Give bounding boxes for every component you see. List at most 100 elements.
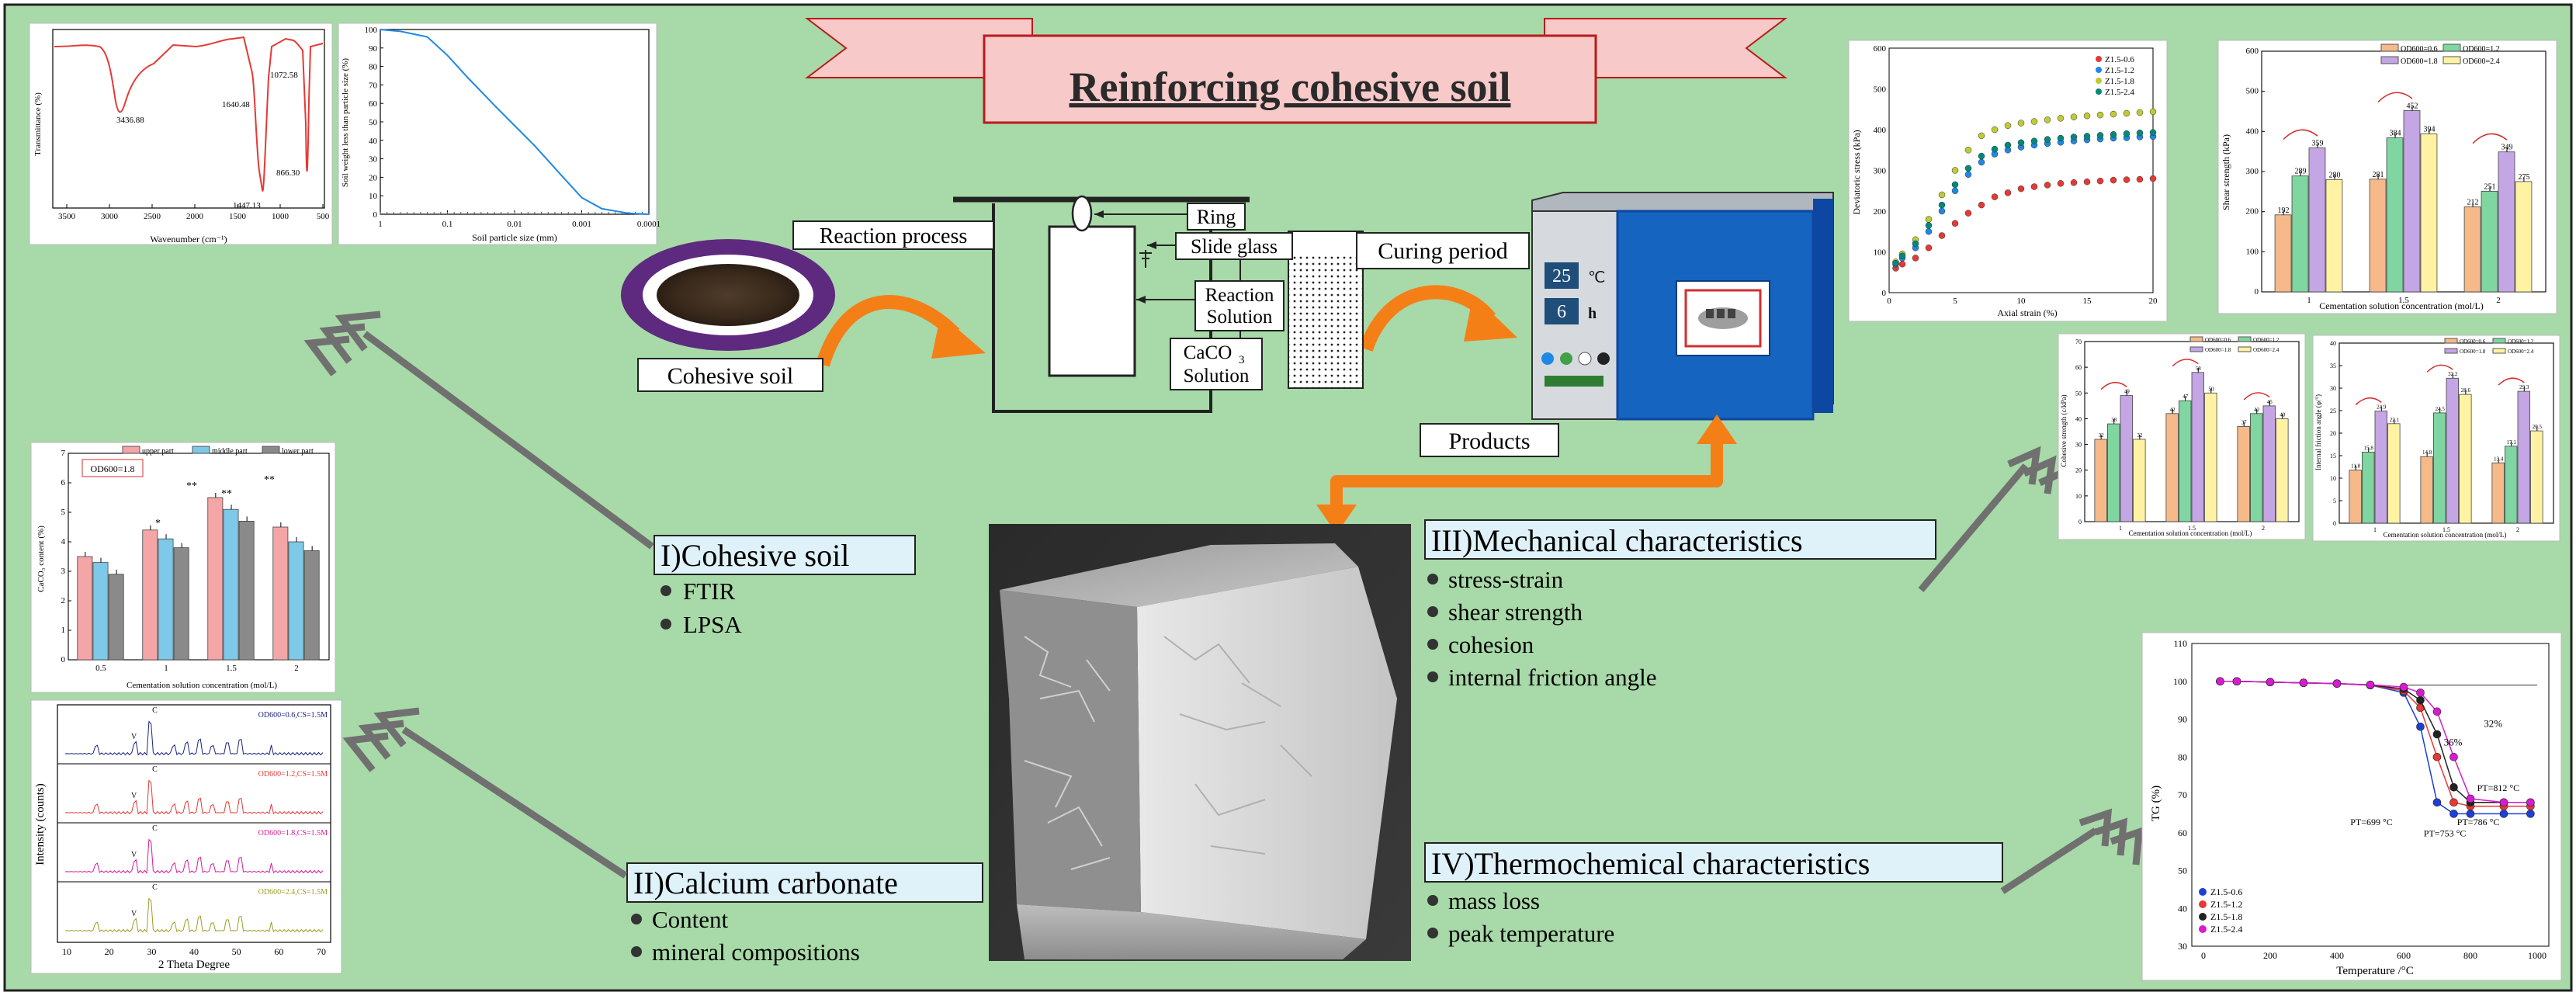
slide-glass <box>1048 225 1136 377</box>
section-item: mineral compositions <box>652 938 860 966</box>
legend-marker <box>2096 88 2102 95</box>
plot-frame <box>1888 47 2154 293</box>
legend-label: Z1.5-1.8 <box>2105 77 2134 86</box>
lpsa-tick-label: 30 <box>369 155 378 165</box>
legend-label: OD600=2.4 <box>2463 57 2500 66</box>
y-tick-label: 20 <box>2075 467 2082 474</box>
data-point <box>2110 131 2117 138</box>
xrd-pattern <box>64 720 324 756</box>
data-point <box>2466 794 2475 803</box>
data-point <box>2136 129 2144 137</box>
data-point <box>1978 152 1985 160</box>
data-point <box>1951 181 1959 189</box>
data-point <box>1925 245 1933 251</box>
sem-image <box>989 524 1411 961</box>
tg-annotation: 32% <box>2484 717 2502 729</box>
legend-label: lower part <box>282 447 314 456</box>
data-point <box>1964 210 1972 217</box>
x-tick-label: 2 <box>2496 296 2501 305</box>
bar <box>2387 423 2401 524</box>
ftir-ylabel: Transmittance (%) <box>33 92 43 156</box>
bar <box>2515 181 2533 293</box>
legend-swatch <box>262 446 280 454</box>
data-point <box>1991 193 1999 200</box>
y-tick-label: 30 <box>2178 941 2187 952</box>
title-ribbon <box>805 18 1787 124</box>
ftir-annotation: 1640.48 <box>222 100 250 109</box>
label-ring: Ring <box>1197 206 1236 228</box>
bar <box>2250 413 2263 522</box>
label-solution: Solution <box>1184 366 1250 387</box>
y-tick-label: 50 <box>2075 390 2082 397</box>
data-point <box>2123 130 2130 137</box>
bar <box>77 556 93 661</box>
xrd-peak-label: V <box>131 851 137 859</box>
data-point <box>1951 167 1959 174</box>
data-point <box>2030 118 2038 125</box>
section-title: III)Mechanical characteristics <box>1431 523 1803 558</box>
bar <box>2120 395 2133 522</box>
legend-label: OD600=1.8 <box>2460 349 2486 355</box>
x-tick-label: 5 <box>1953 297 1957 306</box>
data-point <box>2004 141 2012 149</box>
friction-angle-chart: 0510152025303540111.815.824.922.11.514.8… <box>2312 335 2560 542</box>
y-tick-label: 100 <box>2173 676 2187 687</box>
cohesion-xlabel: Cementation solution concentration (mol/… <box>2129 529 2252 537</box>
y-tick-label: 40 <box>2178 903 2187 914</box>
y-tick-label: 5 <box>61 508 66 517</box>
data-point <box>1964 171 1972 178</box>
xrd-ylabel: Intensity (counts) <box>34 783 47 865</box>
oven-time: 6 <box>1557 302 1566 322</box>
lpsa-tick-label: 0.01 <box>507 220 522 229</box>
legend-swatch <box>2492 348 2506 354</box>
lpsa-tick-label: 0.001 <box>572 220 591 229</box>
lpsa-curve <box>380 29 650 215</box>
xrd-peak-label: V <box>131 733 137 741</box>
data-point <box>2399 682 2408 692</box>
data-point <box>2057 134 2065 142</box>
lpsa-tick-label: 80 <box>369 63 378 72</box>
data-point <box>2499 798 2508 807</box>
y-tick-label: 300 <box>1874 167 1887 176</box>
legend-swatch <box>2443 56 2461 64</box>
ftir-annotation: 866.30 <box>276 168 300 178</box>
legend-label: OD600=2.4 <box>2508 349 2534 355</box>
y-tick-label: 500 <box>2246 87 2259 96</box>
bar <box>2107 423 2120 522</box>
label-slide-glass: Slide glass <box>1191 235 1278 258</box>
shear-ylabel: Shear strength (kPa) <box>2221 134 2231 210</box>
significance-marker: ** <box>264 474 275 486</box>
x-tick-label: 10 <box>2017 297 2026 306</box>
data-point <box>2070 179 2078 186</box>
y-tick-label: 25 <box>2330 408 2336 415</box>
bar <box>173 547 189 661</box>
tg-ylabel: TG (%) <box>2150 786 2162 821</box>
y-tick-label: 1 <box>61 626 66 635</box>
bar <box>2498 151 2515 293</box>
data-point <box>1951 220 1959 227</box>
xrd-tick-label: 30 <box>147 946 156 957</box>
y-tick-label: 60 <box>2178 827 2187 838</box>
y-tick-label: 0 <box>2078 519 2082 526</box>
bar <box>2403 110 2421 293</box>
data-point <box>2044 136 2051 143</box>
bar <box>2325 179 2343 293</box>
oven-time-unit: h <box>1588 305 1597 322</box>
oven-button <box>1541 352 1554 365</box>
label-solution: Solution <box>1207 307 1273 328</box>
section-mechanical: III)Mechanical characteristics stress-st… <box>1424 519 1936 691</box>
data-point <box>1938 232 1946 239</box>
plot-frame <box>2191 643 2550 947</box>
significance-marker: * <box>155 518 161 529</box>
x-tick-label: 400 <box>2330 950 2344 961</box>
oven-button <box>1578 352 1592 366</box>
y-tick-label: 7 <box>61 449 66 458</box>
bar <box>2237 425 2250 522</box>
shear-plot: 010020030040050060011922893592801.528138… <box>2246 43 2547 305</box>
legend-label: Z1.5-1.8 <box>2210 911 2242 922</box>
